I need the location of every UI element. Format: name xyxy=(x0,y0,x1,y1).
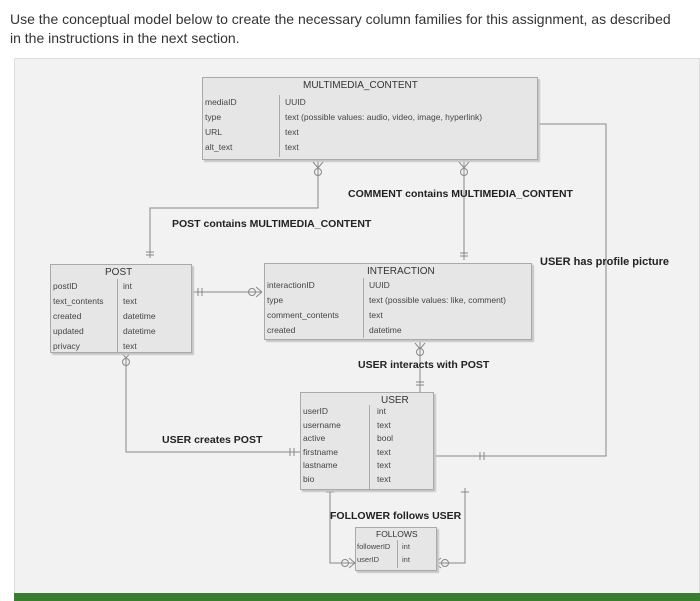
entity-post[interactable]: POST postID text_contents created update… xyxy=(50,264,192,353)
relationship-post-multimedia: POST contains MULTIMEDIA_CONTENT xyxy=(172,218,372,230)
column-name: mediaID xyxy=(205,97,237,107)
column-type: int xyxy=(402,555,410,564)
column-types: int text bool text text text xyxy=(377,405,393,486)
column-name: text_contents xyxy=(53,296,104,306)
column-types: UUID text (possible values: like, commen… xyxy=(369,278,506,338)
column-type: text xyxy=(123,296,137,306)
column-types: int text datetime datetime text xyxy=(123,279,156,354)
column-name: created xyxy=(267,325,296,335)
column-type: datetime xyxy=(123,311,156,321)
entity-title: POST xyxy=(105,267,133,278)
relationship-comment-multimedia: COMMENT contains MULTIMEDIA_CONTENT xyxy=(348,188,573,200)
column-names: postID text_contents created updated pri… xyxy=(51,279,118,352)
column-type: bool xyxy=(377,433,394,443)
entity-user[interactable]: USER userID username active firstname la… xyxy=(300,392,434,490)
entity-title: MULTIMEDIA_CONTENT xyxy=(303,80,418,91)
column-type: int xyxy=(402,542,410,551)
column-type: text (possible values: like, comment) xyxy=(369,295,506,305)
relationship-user-interacts-post: USER interacts with POST xyxy=(358,359,490,371)
relationship-follower-follows-user: FOLLOWER follows USER xyxy=(330,510,462,522)
column-name: created xyxy=(53,311,82,321)
entity-title: USER xyxy=(381,395,409,406)
column-name: bio xyxy=(303,473,315,484)
column-type: datetime xyxy=(369,325,402,335)
column-type: text xyxy=(369,310,383,320)
column-type: text (possible values: audio, video, ima… xyxy=(285,112,483,122)
column-name: type xyxy=(267,295,284,305)
column-type: int xyxy=(123,281,132,291)
column-type: text xyxy=(285,127,299,137)
entity-title: INTERACTION xyxy=(367,266,435,277)
column-names: userID username active firstname lastnam… xyxy=(301,405,370,489)
column-name: interactionID xyxy=(267,280,315,290)
column-types: UUID text (possible values: audio, video… xyxy=(285,95,482,155)
column-type: UUID xyxy=(285,97,306,107)
column-type: text xyxy=(123,341,137,351)
column-types: int int xyxy=(402,540,410,566)
column-type: text xyxy=(377,460,391,470)
entity-title: FOLLOWS xyxy=(376,529,418,539)
column-name: username xyxy=(303,419,341,430)
bottom-bar xyxy=(14,593,700,601)
instructions-text: Use the conceptual model below to create… xyxy=(10,11,671,46)
column-name: userID xyxy=(357,555,380,564)
column-name: followerID xyxy=(357,542,391,551)
column-type: int xyxy=(377,406,386,416)
column-type: text xyxy=(377,473,391,484)
relationship-user-profile-picture: USER has profile picture xyxy=(540,256,669,268)
column-names: interactionID type comment_contents crea… xyxy=(265,278,364,338)
column-type: UUID xyxy=(369,280,390,290)
column-type: datetime xyxy=(123,326,156,336)
column-name: alt_text xyxy=(205,142,233,152)
column-name: comment_contents xyxy=(267,310,339,320)
column-name: type xyxy=(205,112,222,122)
column-name: lastname xyxy=(303,460,338,470)
column-type: text xyxy=(377,446,391,457)
entity-interaction[interactable]: INTERACTION interactionID type comment_c… xyxy=(264,263,532,340)
column-type: text xyxy=(285,142,299,152)
column-names: followerID userID xyxy=(356,540,398,568)
column-name: userID xyxy=(303,406,329,416)
entity-multimedia-content[interactable]: MULTIMEDIA_CONTENT mediaID type URL alt_… xyxy=(202,77,538,160)
column-names: mediaID type URL alt_text xyxy=(203,95,280,157)
column-name: firstname xyxy=(303,446,338,457)
relationship-user-creates-post: USER creates POST xyxy=(162,434,263,446)
entity-follows[interactable]: FOLLOWS followerID userID int int xyxy=(355,527,437,571)
column-name: URL xyxy=(205,127,223,137)
column-name: active xyxy=(303,433,326,443)
column-name: updated xyxy=(53,326,84,336)
column-type: text xyxy=(377,419,391,430)
column-name: privacy xyxy=(53,341,80,351)
column-name: postID xyxy=(53,281,78,291)
